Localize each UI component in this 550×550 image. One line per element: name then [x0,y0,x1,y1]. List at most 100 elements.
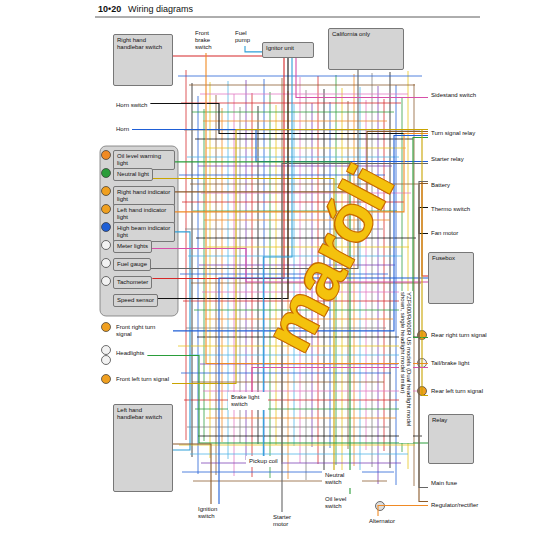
wire [179,445,415,446]
component-name: Relay [432,417,470,424]
wire [252,93,253,477]
wire [192,83,193,457]
header-rule [95,17,480,18]
component-label: Ignition switch [195,504,235,522]
lamp-symbol [102,323,111,332]
component-name: Tail/brake light [431,360,469,367]
component-label: Horn switch [113,100,150,111]
component-name: High beam indicator light [117,225,171,239]
wire [192,382,384,383]
wire [195,409,403,410]
wire-connector [172,129,428,383]
component-label: Battery [428,180,453,191]
component-box: Relay [428,414,474,464]
component-name: Left hand indicator light [117,207,171,221]
component-label: Rear left turn signal [428,386,486,397]
component-label: Front right turn signal [113,322,173,340]
component-name: Oil level switch [325,496,359,510]
component-name: Front left turn signal [116,376,169,383]
component-box: Neutral light [113,168,153,181]
component-label: Fan motor [428,228,461,239]
component-name: Oil level warning light [117,153,171,167]
lamp-symbol [102,223,111,232]
component-box: California only [328,28,404,70]
component-name: California only [332,31,400,38]
lamp-symbol [102,151,111,160]
component-name: Headlights [116,350,144,357]
component-name: Sidestand switch [431,92,476,99]
component-name: Ignition switch [198,506,232,520]
component-name: Front brake switch [195,30,225,51]
lamp-symbol [102,241,111,250]
component-name: Left hand handlebar switch [117,407,169,421]
wire [378,86,379,484]
component-label: Turn signal relay [428,128,478,139]
component-label: Rear right turn signal [428,330,490,341]
component-label: Thermo switch [428,204,473,215]
wire [366,100,367,450]
lamp-symbol [102,277,111,286]
wire-connector [419,181,428,487]
wire [360,87,361,483]
component-name: Front right turn signal [116,324,170,338]
wire [222,108,223,442]
component-label: Main fuse [428,478,460,489]
component-label: Tail/brake light [428,358,472,369]
wire [372,73,373,467]
instrument-cluster [100,146,178,316]
wire [182,472,394,473]
wire [210,82,211,458]
wire [384,99,385,451]
component-name: Neutral switch [325,472,359,486]
wire-connector [173,444,211,504]
component-name: Turn signal relay [431,130,475,137]
component-name: Rear left turn signal [431,388,483,395]
wire [198,436,422,437]
wire [396,85,397,485]
component-name: Fuel pump [235,30,255,44]
component-label: Pickup coil [246,456,281,467]
wire [187,427,389,428]
wire [203,121,387,122]
wire-connector [173,232,190,450]
wire [198,96,199,474]
wire [192,112,394,113]
wire [414,84,415,486]
component-name: Main fuse [431,480,457,487]
lamp-symbol [102,375,111,384]
note: YZF600/R/600R US models (Dual headlight … [399,291,413,443]
component-box: High beam indicator light [113,222,175,242]
component-name: Brake light switch [231,394,265,408]
component-box: Right hand indicator light [113,186,175,206]
wire [200,94,408,95]
component-name: Pickup coil [249,458,278,465]
component-name: Tachometer [117,279,148,286]
wire-connector [158,58,288,298]
component-name: Right hand handlebar switch [117,37,169,51]
wire [181,373,391,374]
component-box: Fusebox [428,252,474,304]
component-label: Oil level switch [322,494,362,512]
component-label: Starter relay [428,154,467,165]
component-label: Horn [113,124,132,135]
wire [189,85,415,86]
component-name: Ignitor unit [266,45,310,52]
component-name: Battery [431,182,450,189]
component-name: Fan motor [431,230,458,237]
lamp-symbol [102,346,111,355]
wire-connector [419,183,428,501]
component-box: Speed sensor [113,294,158,307]
wire [186,70,187,440]
lamp-symbol [102,259,111,268]
lamp-symbols [102,151,427,527]
lamp-symbol [102,169,111,178]
component-label: Alternator [366,516,398,527]
component-name: Neutral light [117,171,149,178]
component-label: Neutral switch [322,470,362,488]
lamp-symbol [102,187,111,196]
wire-connector [378,505,428,516]
component-box: Right hand handlebar switch [113,34,173,86]
component-name: Horn [116,126,129,133]
component-box: Oil level warning light [113,150,175,170]
component-name: Regulator/rectifier [431,502,478,509]
